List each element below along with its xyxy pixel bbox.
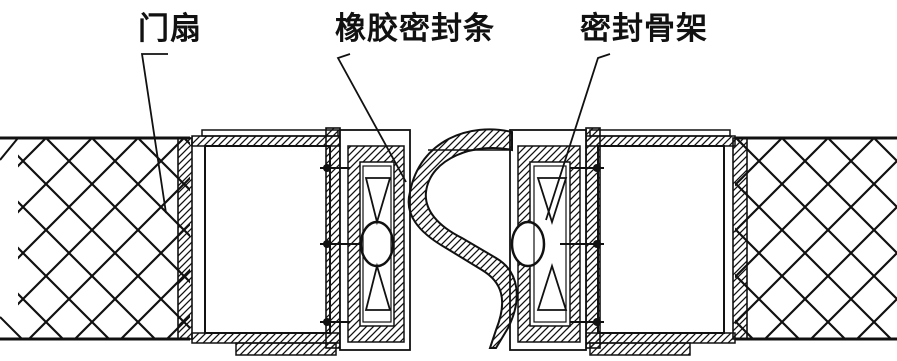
door-leaf-label: 门扇	[138, 11, 202, 47]
right-channel-profile	[584, 127, 736, 356]
s-shaped-rubber-seal-strip	[407, 128, 518, 349]
label-leader-lines	[140, 53, 611, 221]
rubber-seal-strip-label: 橡胶密封条	[335, 11, 495, 47]
right-door-leaf-panel	[732, 136, 897, 341]
edge-crosshatch-ticks	[0, 137, 23, 340]
seal-frame-label: 密封骨架	[580, 11, 708, 47]
left-seal-assembly	[320, 129, 411, 351]
right-seal-assembly	[509, 129, 604, 351]
left-channel-profile	[191, 127, 341, 356]
left-door-leaf-panel	[0, 136, 193, 341]
